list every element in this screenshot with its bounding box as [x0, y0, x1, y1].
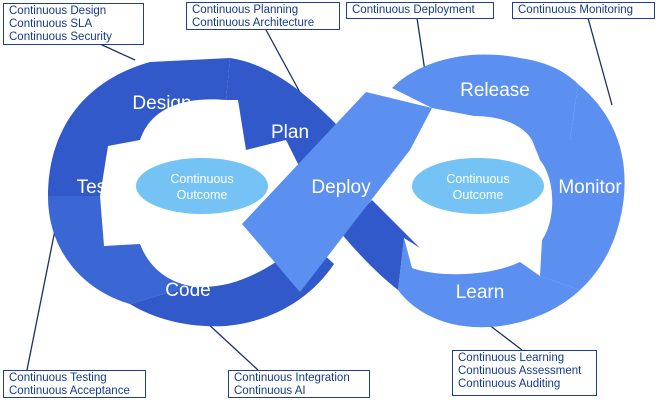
callout-learning-line2: Continuous Assessment [458, 365, 582, 377]
left-outcome-hub [136, 158, 268, 214]
plan-label: Plan [271, 122, 309, 143]
right-hub-label-line2: Outcome [453, 188, 504, 202]
callout-monitoring-line1: Continuous Monitoring [518, 4, 634, 16]
callout-planning-line2: Continuous Architecture [192, 17, 315, 29]
callout-testing-line2: Continuous Acceptance [9, 385, 130, 397]
callout-deployment-line1: Continuous Deployment [352, 4, 475, 16]
test-segment [48, 196, 190, 304]
callout-design-line2: Continuous SLA [9, 18, 93, 30]
callout-testing: Continuous Testing Continuous Acceptance [3, 370, 146, 398]
callout-learning: Continuous Learning Continuous Assessmen… [452, 350, 597, 396]
callout-testing-line1: Continuous Testing [9, 372, 107, 384]
callout-design: Continuous Design Continuous SLA Continu… [3, 3, 144, 45]
design-segment [48, 58, 230, 196]
callout-planning: Continuous Planning Continuous Architect… [186, 2, 340, 30]
monitor-segment [532, 84, 625, 290]
right-hub-label-line1: Continuous [446, 172, 509, 186]
leader-line-planning [264, 27, 304, 99]
callout-integration: Continuous Integration Continuous AI [228, 370, 370, 398]
release-segment [392, 54, 578, 140]
callout-learning-line3: Continuous Auditing [458, 378, 561, 390]
monitor-label: Monitor [558, 177, 622, 198]
learn-segment [398, 238, 580, 328]
release-label: Release [460, 80, 530, 101]
code-label: Code [165, 280, 210, 301]
leader-line-testing [26, 224, 57, 371]
callout-integration-line2: Continuous AI [234, 385, 306, 397]
leader-line-integration [205, 321, 259, 371]
callout-integration-line1: Continuous Integration [234, 372, 350, 384]
learn-label: Learn [456, 282, 505, 303]
callout-design-line1: Continuous Design [9, 5, 107, 17]
inner-band-right [340, 200, 420, 290]
deploy-segment [242, 92, 432, 292]
plan-segment [226, 58, 340, 180]
callout-learning-line1: Continuous Learning [458, 352, 565, 364]
test-label: Test [77, 177, 113, 198]
right-outcome-hub [412, 158, 544, 214]
left-hub-label-line1: Continuous [170, 172, 233, 186]
design-label: Design [132, 93, 191, 114]
leader-line-design [99, 43, 136, 61]
left-hub-label-line2: Outcome [177, 188, 228, 202]
callout-planning-line1: Continuous Planning [192, 4, 299, 16]
deploy-label: Deploy [311, 177, 371, 198]
callout-deployment: Continuous Deployment [346, 2, 494, 19]
callout-design-line3: Continuous Security [9, 31, 112, 43]
callout-monitoring: Continuous Monitoring [512, 2, 655, 19]
leader-line-monitoring [587, 17, 613, 106]
